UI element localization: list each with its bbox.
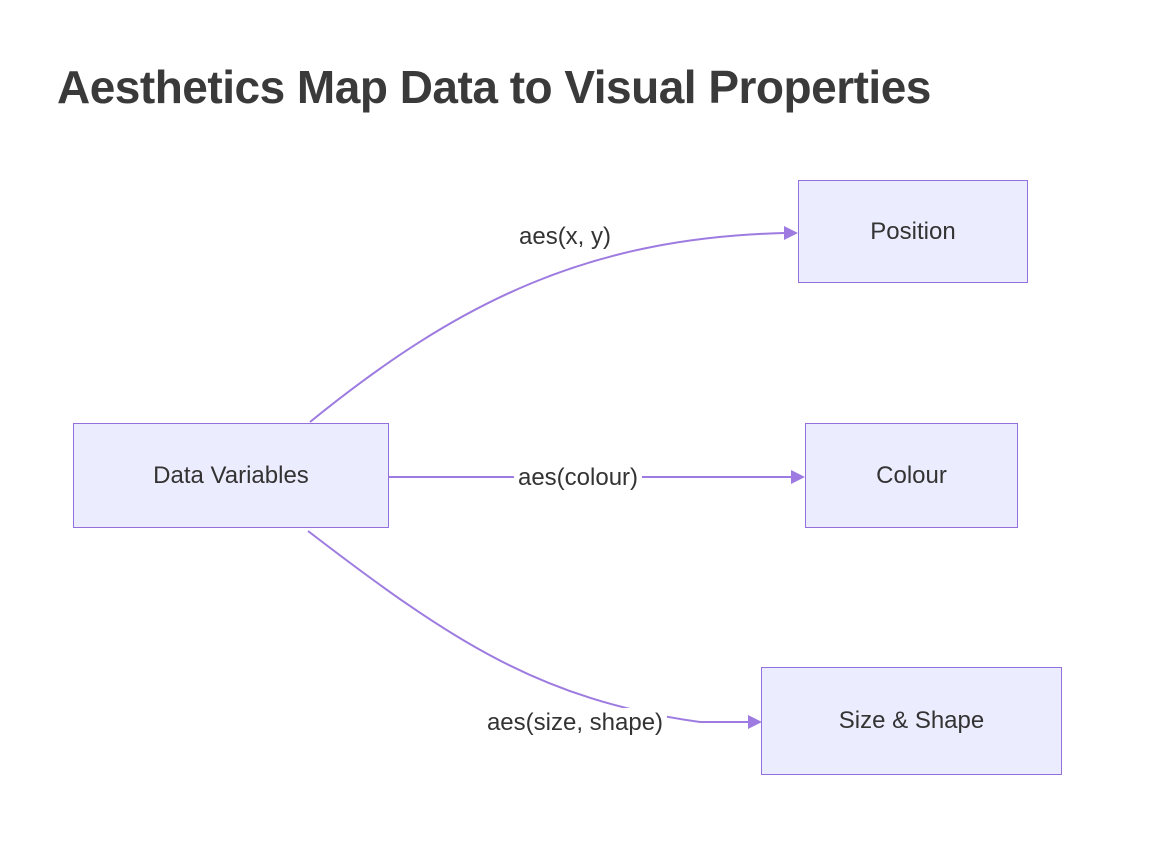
edge-line-size-shape — [307, 530, 748, 723]
edge-label-aes-colour: aes(colour) — [513, 463, 643, 493]
diagram-title: Aesthetics Map Data to Visual Properties — [57, 61, 931, 113]
node-size-shape-label: Size & Shape — [838, 707, 985, 734]
edge-label-aes-size-shape: aes(size, shape) — [482, 708, 668, 738]
node-data-variables: Data Variables — [73, 423, 389, 528]
node-position-label: Position — [870, 217, 956, 245]
node-data-variables-label: Data Variables — [153, 461, 309, 489]
node-position: Position — [798, 180, 1028, 283]
node-colour-label: Colour — [876, 461, 947, 489]
edge-line-position — [309, 232, 785, 423]
node-size-shape: Size & Shape — [761, 667, 1062, 775]
arrowhead-colour-icon — [791, 470, 805, 484]
edge-label-aes-xy: aes(x, y) — [514, 222, 616, 252]
arrowhead-size-shape-icon — [748, 715, 762, 729]
arrowhead-position-icon — [784, 226, 798, 240]
node-colour: Colour — [805, 423, 1018, 528]
